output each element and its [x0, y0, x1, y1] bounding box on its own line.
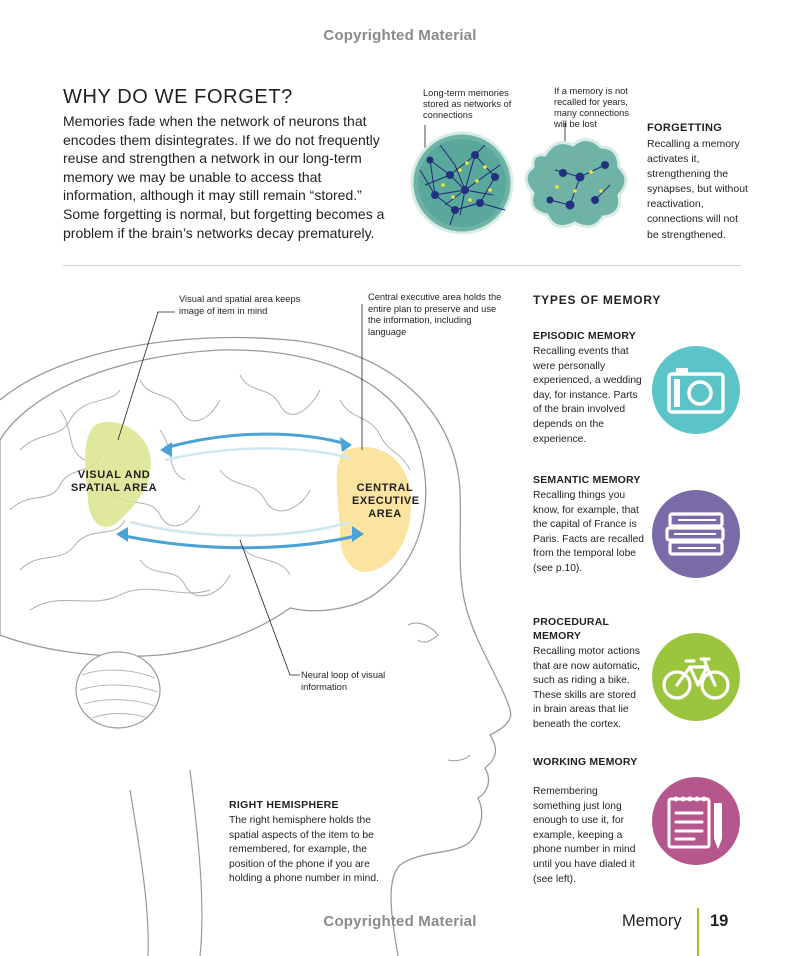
label-visual-spatial-top: Visual and spatial area keeps image of i…: [179, 294, 301, 316]
watermark-bottom: Copyrighted Material: [323, 913, 477, 930]
semantic-memory-body: Recalling things you know, for example, …: [533, 490, 645, 574]
bicycle-icon: [662, 657, 730, 700]
semantic-memory-title: SEMANTIC MEMORY: [533, 474, 641, 486]
cerebellum: [75, 651, 161, 729]
working-memory-body: Remembering something just long enough t…: [533, 786, 636, 885]
procedural-memory-body: Recalling motor actions that are now aut…: [533, 646, 641, 730]
why-forget-body: Memories fade when the network of neuron…: [63, 113, 385, 241]
label-central-executive-top: Central executive area holds the entire …: [368, 292, 502, 337]
right-hemisphere-title: RIGHT HEMISPHERE: [229, 799, 339, 811]
right-hemisphere-body: The right hemisphere holds the spatial a…: [229, 815, 379, 885]
label-neural-loop: Neural loop of visual information: [301, 670, 386, 692]
brain-leader-lines: [117, 304, 363, 676]
episodic-memory-body: Recalling events that were personally ex…: [533, 346, 642, 445]
sparse-neuron-network: [524, 138, 628, 229]
episodic-memory-icon-circle: [652, 346, 740, 434]
section-divider: [63, 265, 741, 266]
types-of-memory-title: TYPES OF MEMORY: [533, 293, 662, 307]
neural-loop-arrows: [116, 432, 364, 550]
visual-spatial-area-highlight: [85, 421, 151, 528]
forgetting-title: FORGETTING: [647, 122, 723, 134]
episodic-memory-title: EPISODIC MEMORY: [533, 330, 636, 342]
footer-section-name: Memory: [622, 912, 682, 930]
area-label-central-executive: CENTRAL EXECUTIVE AREA: [352, 482, 420, 520]
ear-outline: [407, 622, 439, 643]
central-executive-area-highlight: [336, 446, 411, 572]
head-brain-illustration: [0, 304, 512, 956]
page-number: 19: [710, 912, 729, 930]
forgetting-body: Recalling a memory activates it, strengt…: [647, 138, 748, 241]
area-label-visual-spatial: VISUAL AND SPATIAL AREA: [70, 469, 158, 494]
camera-icon: [667, 368, 725, 414]
notepad-icon: [667, 796, 722, 849]
working-memory-icon-circle: [652, 777, 740, 865]
semantic-memory-icon-circle: [652, 490, 740, 578]
label-long-term-memories: Long-term memories stored as networks of…: [423, 88, 512, 120]
procedural-memory-icon-circle: [652, 633, 740, 721]
head-outline: [0, 336, 512, 956]
footer-divider-bar: [697, 908, 699, 956]
section-title-why-forget: WHY DO WE FORGET?: [63, 86, 293, 108]
books-icon: [665, 512, 725, 556]
lips-line: [447, 754, 471, 762]
spine-line: [189, 769, 203, 956]
watermark-top: Copyrighted Material: [323, 27, 477, 44]
working-memory-title: WORKING MEMORY: [533, 756, 638, 768]
label-not-recalled: If a memory is not recalled for years, m…: [554, 86, 629, 129]
procedural-memory-title: PROCEDURAL MEMORY: [533, 616, 609, 642]
neuron-network-illustration: [410, 123, 628, 235]
dense-neuron-network: [410, 131, 514, 235]
neck-back-line: [129, 789, 149, 956]
